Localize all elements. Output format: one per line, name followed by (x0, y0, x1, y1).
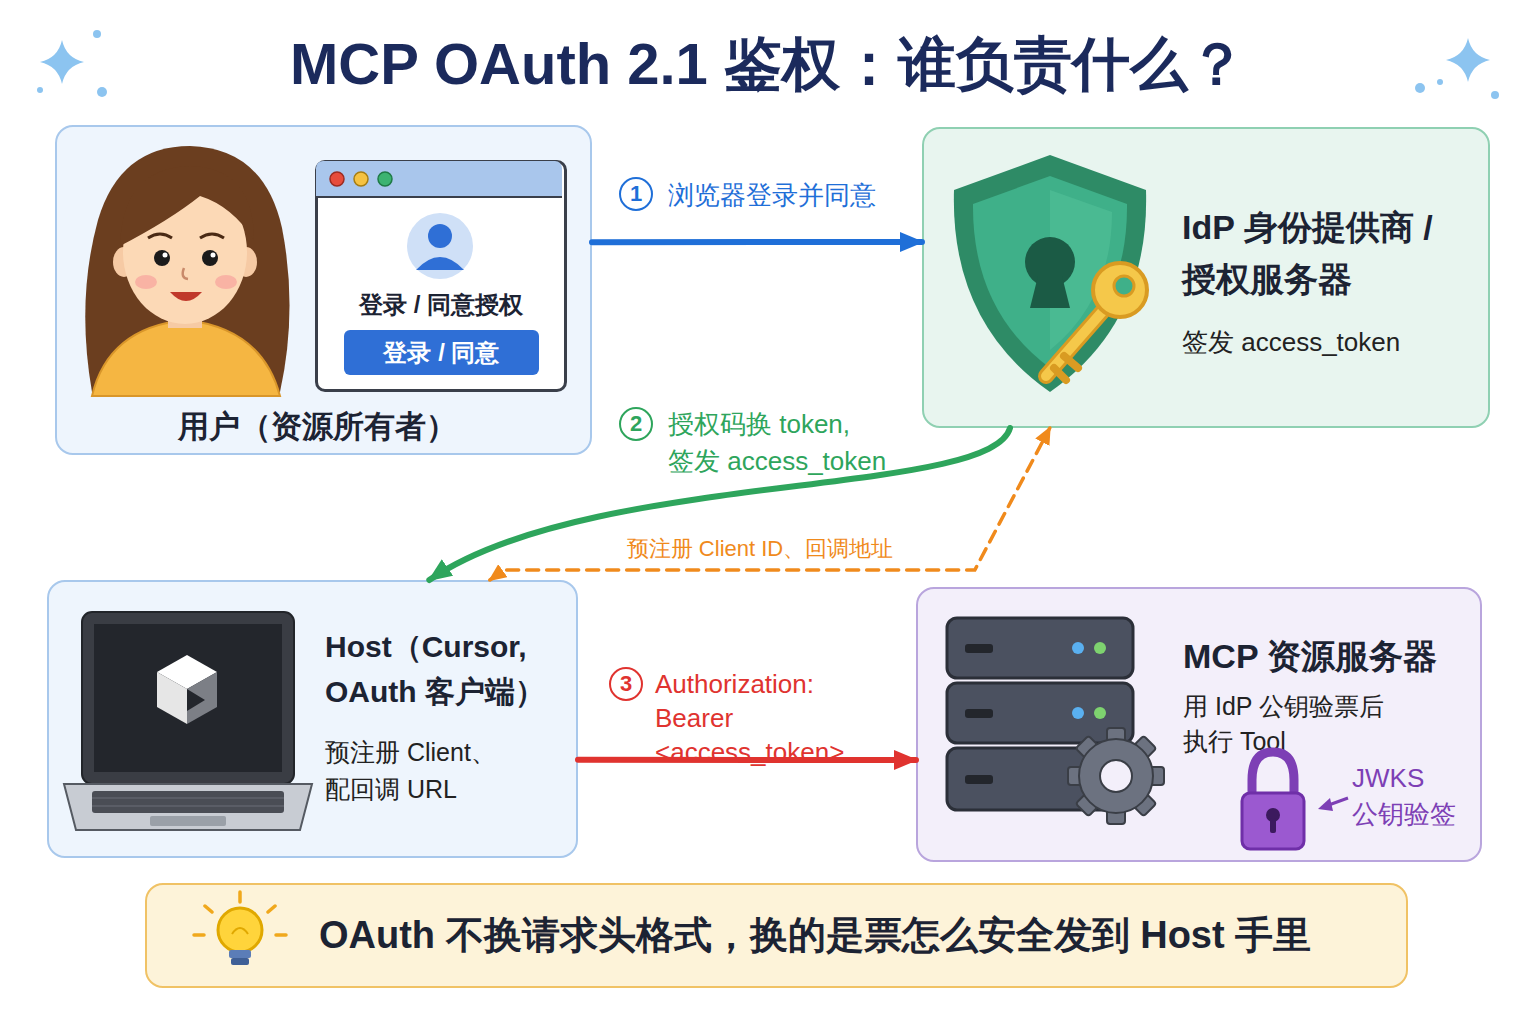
client-box: Host（Cursor, OAuth 客户端） 预注册 Client、 配回调 U… (47, 580, 578, 858)
node-body: 预注册 Client、 配回调 URL (325, 734, 525, 808)
node-title: 登录 / 同意 (344, 330, 539, 375)
button: 登录 / 同意 (344, 330, 539, 375)
server-box: IdP 身份提供商 / 授权服务器签发 access_token (922, 127, 1490, 428)
node-title: OAuth 不换请求头格式，换的是票怎么安全发到 Host 手里 (319, 885, 1389, 985)
flow-arrow (429, 428, 1010, 580)
shield-key-icon (954, 155, 1147, 392)
node-title: 用户（资源所有者） (57, 407, 577, 447)
node-body: 用 IdP 公钥验票后 执行 Tool (1183, 689, 1423, 759)
node-title: Host（Cursor, OAuth 客户端） (325, 624, 570, 714)
user-illustration (85, 146, 289, 396)
actor-box: 用户（资源所有者） 登录 / 同意授权登录 / 同意 (55, 125, 592, 455)
callout-number: 3 (609, 667, 643, 701)
server-icon (947, 618, 1164, 824)
browser-window: 登录 / 同意授权登录 / 同意 (315, 160, 567, 392)
callout-number: 1 (619, 177, 653, 211)
callout-number: 2 (619, 407, 653, 441)
node-title: 登录 / 同意授权 (318, 289, 564, 321)
browser-chrome (316, 161, 562, 279)
flow-arrow (578, 757, 916, 763)
bulb-icon (194, 892, 286, 965)
laptop-icon (64, 612, 312, 830)
sparkle (37, 30, 1499, 99)
edge-label: 浏览器登录并同意 (668, 177, 938, 213)
flow-arrow (592, 239, 922, 245)
node-body: 签发 access_token (1182, 325, 1472, 359)
diagram-title: MCP OAuth 2.1 鉴权：谁负责什么？ (0, 26, 1536, 102)
edge-label: Authorization: Bearer <access_token> (655, 667, 890, 769)
edge-label: 预注册 Client ID、回调地址 (560, 534, 960, 564)
edge-label: 授权码换 token, 签发 access_token (668, 406, 900, 480)
node-title: IdP 身份提供商 / 授权服务器 (1182, 201, 1462, 305)
flow-arrow (490, 428, 1050, 580)
server-box: MCP 资源服务器用 IdP 公钥验票后 执行 Tool (916, 587, 1482, 862)
lock-icon (1242, 752, 1348, 849)
note-box: OAuth 不换请求头格式，换的是票怎么安全发到 Host 手里 (145, 883, 1408, 988)
node-title: MCP 资源服务器 (1183, 635, 1473, 677)
